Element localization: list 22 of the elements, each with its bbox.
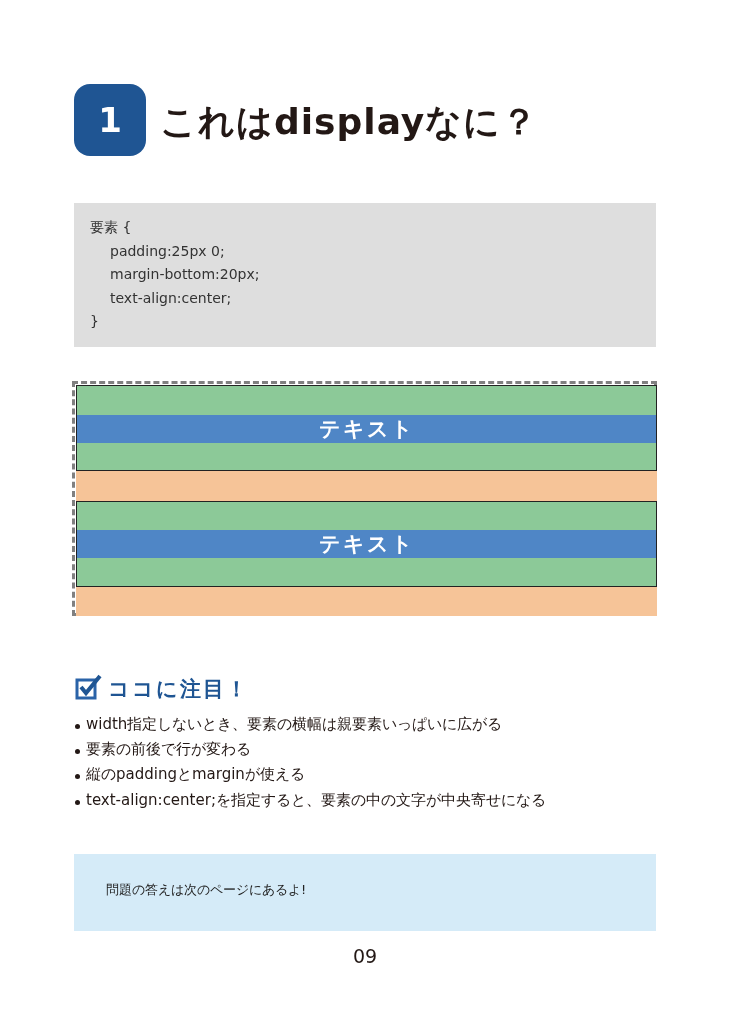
- margin-band: [76, 587, 657, 616]
- bullet-item: width指定しないとき、要素の横幅は親要素いっぱいに広がる: [86, 715, 503, 734]
- code-line: margin-bottom:20px;: [110, 266, 260, 282]
- margin-band: [76, 471, 657, 502]
- code-line: }: [90, 313, 99, 329]
- bullet-item: 要素の前後で行が変わる: [86, 740, 251, 759]
- code-line: padding:25px 0;: [110, 242, 225, 259]
- section-heading: ココに注目！: [108, 676, 249, 703]
- content-band: テキスト: [77, 530, 656, 558]
- code-line: 要素 {: [90, 219, 132, 235]
- element-box: [76, 501, 657, 587]
- element-box: [76, 385, 657, 471]
- title: これはdisplayなに？: [160, 100, 539, 144]
- note-box: 問題の答えは次のページにあるよ!: [74, 854, 656, 931]
- code-box: [74, 203, 656, 347]
- bullet-item: 縦のpaddingとmarginが使える: [86, 765, 305, 784]
- container-box: [72, 381, 657, 616]
- page-number: 09: [351, 945, 379, 967]
- code-line: text-align:center;: [110, 289, 232, 306]
- bullet-item: text-align:center;を指定すると、要素の中の文字が中央寄せになる: [86, 791, 546, 810]
- number-badge: 1: [74, 84, 146, 156]
- content-band: テキスト: [77, 415, 656, 443]
